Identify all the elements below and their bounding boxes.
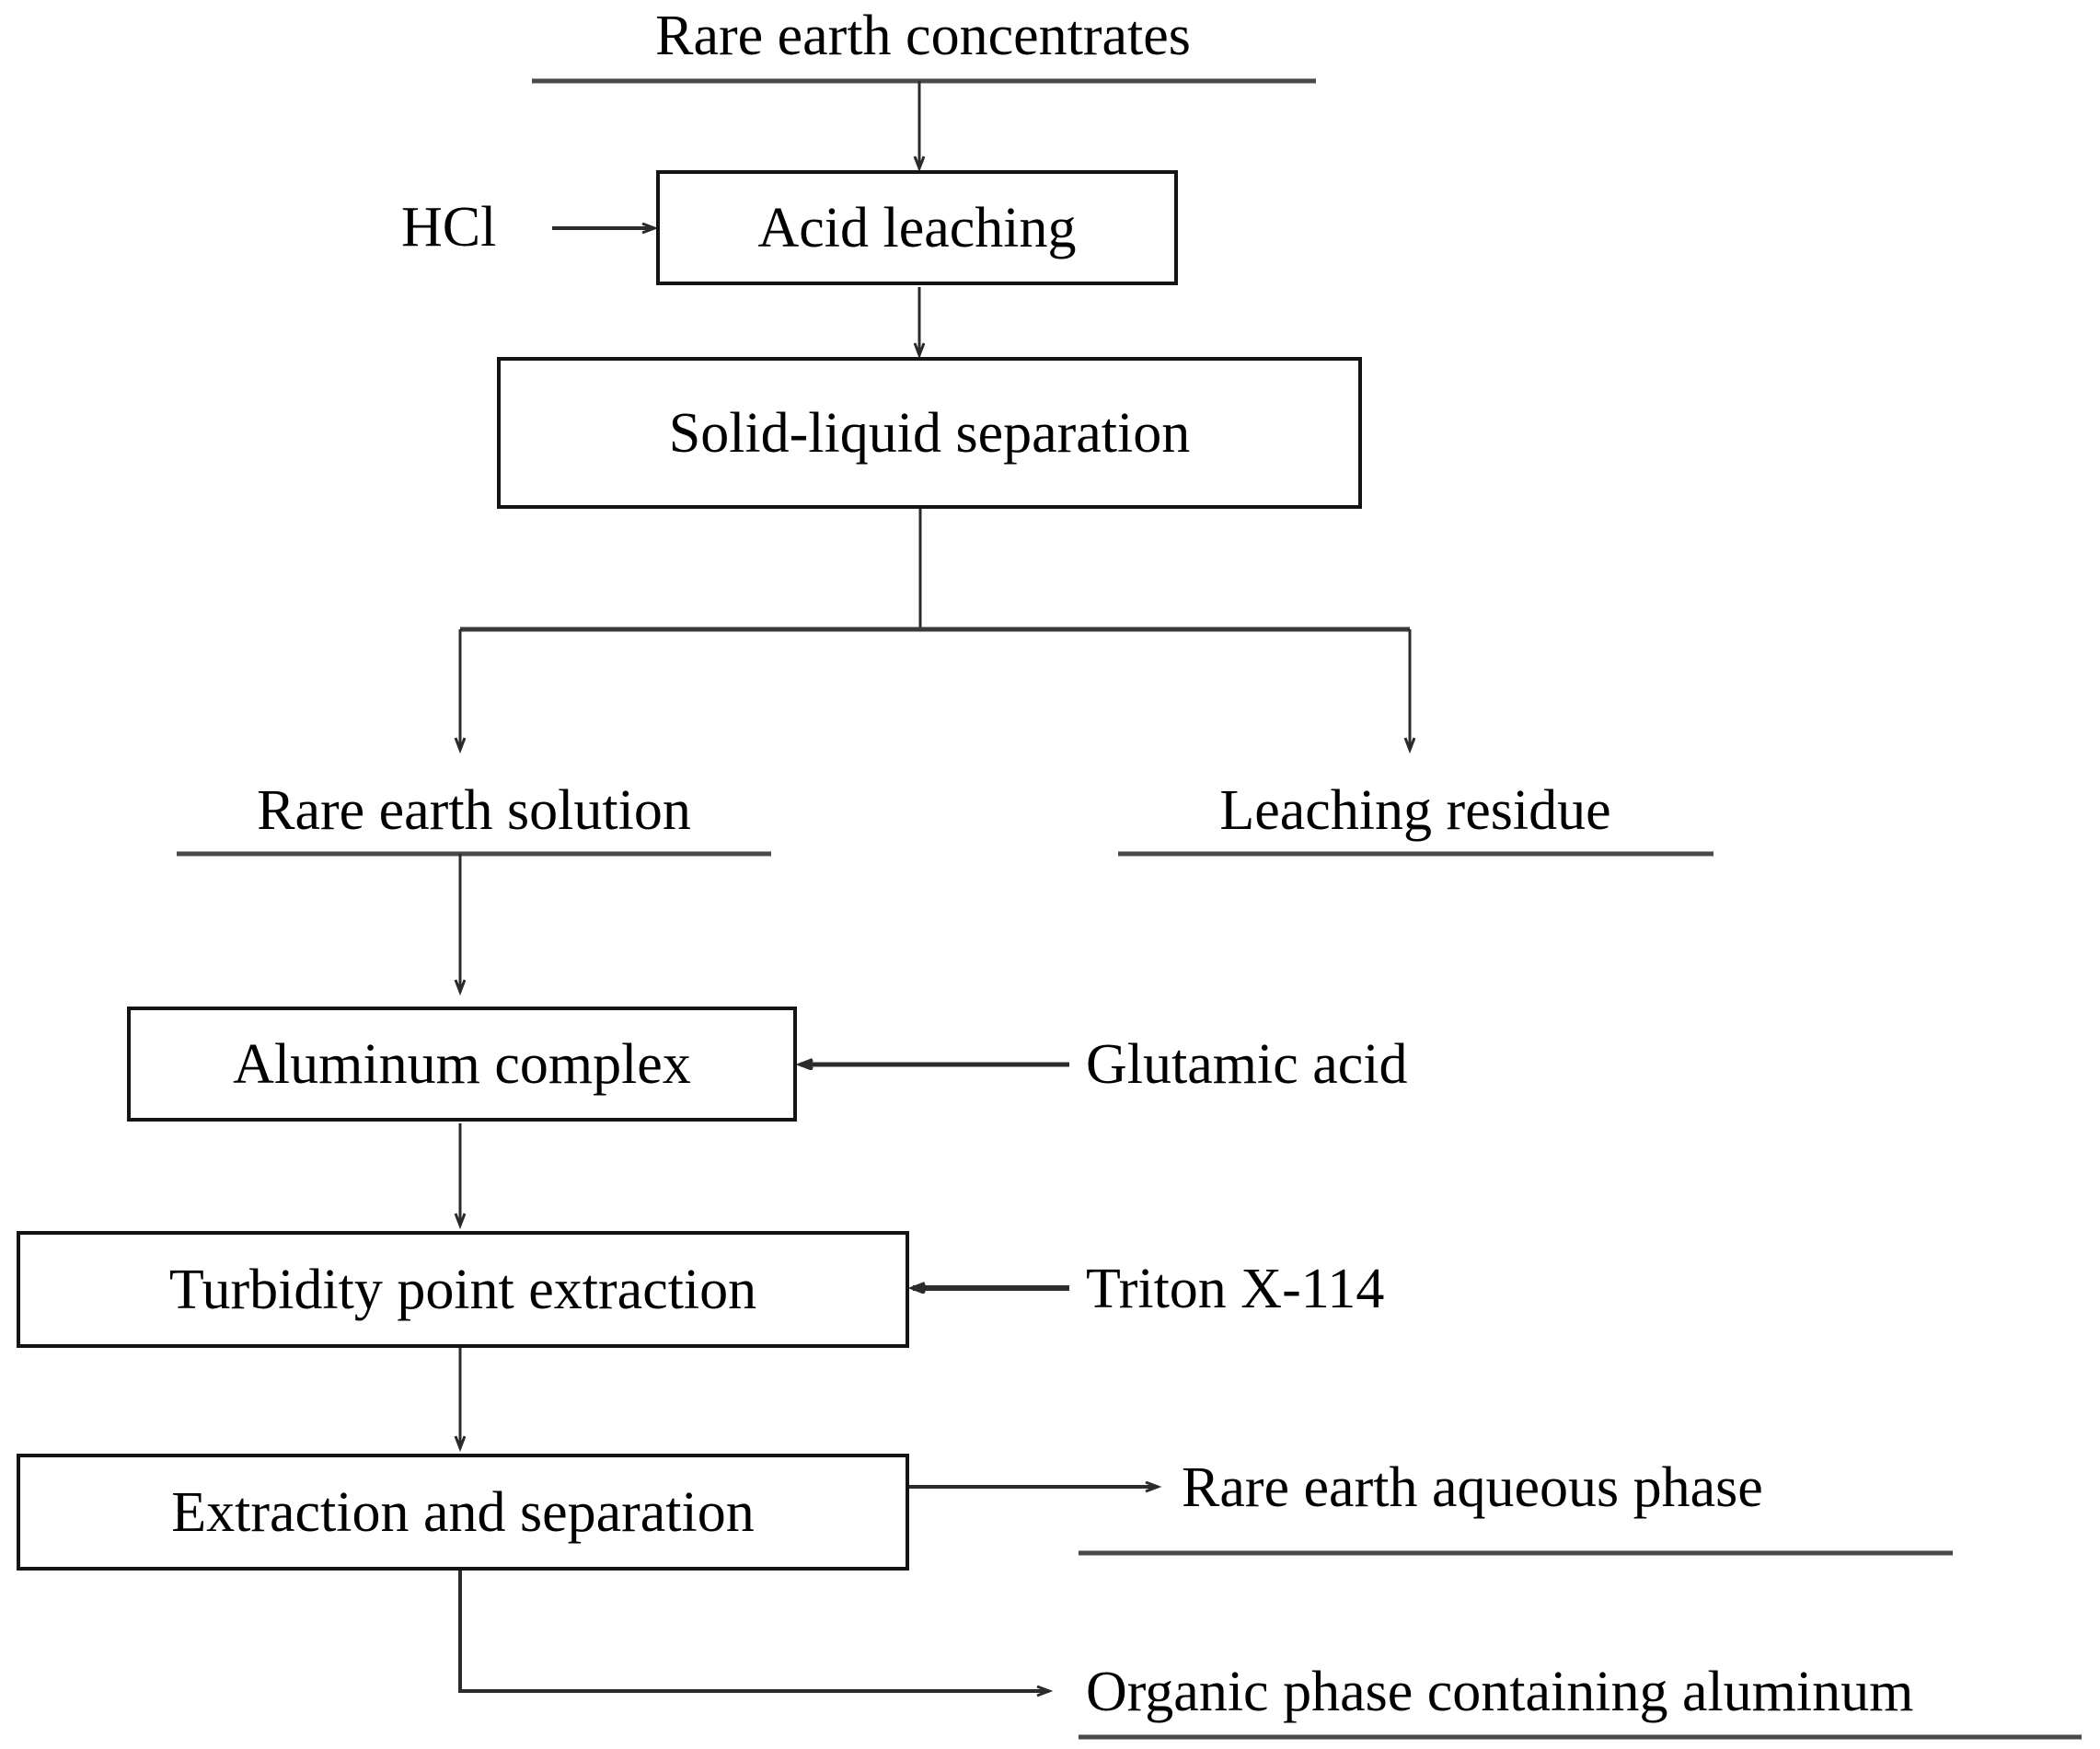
node-leaching-residue: Leaching residue bbox=[1116, 782, 1714, 839]
node-hcl: HCl bbox=[401, 199, 558, 256]
node-turbidity-point-extraction[interactable]: Turbidity point extraction bbox=[17, 1231, 909, 1348]
node-aluminum-complex[interactable]: Aluminum complex bbox=[127, 1007, 797, 1122]
node-rare-earth-solution: Rare earth solution bbox=[175, 782, 773, 839]
node-label-triton-x-114: Triton X-114 bbox=[1086, 1258, 1385, 1320]
node-label-extraction-and-separation: Extraction and separation bbox=[171, 1480, 755, 1544]
node-label-rare-earth-solution: Rare earth solution bbox=[257, 779, 691, 842]
node-label-rare-earth-concentrates: Rare earth concentrates bbox=[655, 5, 1191, 67]
node-label-hcl: HCl bbox=[401, 196, 497, 259]
node-extraction-and-separation[interactable]: Extraction and separation bbox=[17, 1454, 909, 1571]
node-acid-leaching[interactable]: Acid leaching bbox=[656, 170, 1178, 285]
node-organic-phase-containing-aluminum: Organic phase containing aluminum bbox=[1086, 1663, 2100, 1720]
node-label-organic-phase-containing-aluminum: Organic phase containing aluminum bbox=[1086, 1661, 1914, 1723]
node-rare-earth-concentrates: Rare earth concentrates bbox=[601, 7, 1245, 64]
node-label-turbidity-point-extraction: Turbidity point extraction bbox=[168, 1258, 757, 1321]
node-label-solid-liquid-separation: Solid-liquid separation bbox=[668, 401, 1191, 465]
node-label-rare-earth-aqueous-phase: Rare earth aqueous phase bbox=[1182, 1456, 1763, 1519]
node-glutamic-acid: Glutamic acid bbox=[1086, 1036, 1528, 1093]
node-label-glutamic-acid: Glutamic acid bbox=[1086, 1033, 1408, 1096]
node-rare-earth-aqueous-phase: Rare earth aqueous phase bbox=[1182, 1459, 2010, 1516]
node-solid-liquid-separation[interactable]: Solid-liquid separation bbox=[497, 357, 1362, 509]
edge-extraction-to-organic-phase bbox=[458, 1571, 1049, 1691]
node-label-aluminum-complex: Aluminum complex bbox=[233, 1032, 691, 1096]
node-label-leaching-residue: Leaching residue bbox=[1219, 779, 1611, 842]
node-label-acid-leaching: Acid leaching bbox=[757, 196, 1077, 259]
node-triton-x-114: Triton X-114 bbox=[1086, 1260, 1482, 1318]
